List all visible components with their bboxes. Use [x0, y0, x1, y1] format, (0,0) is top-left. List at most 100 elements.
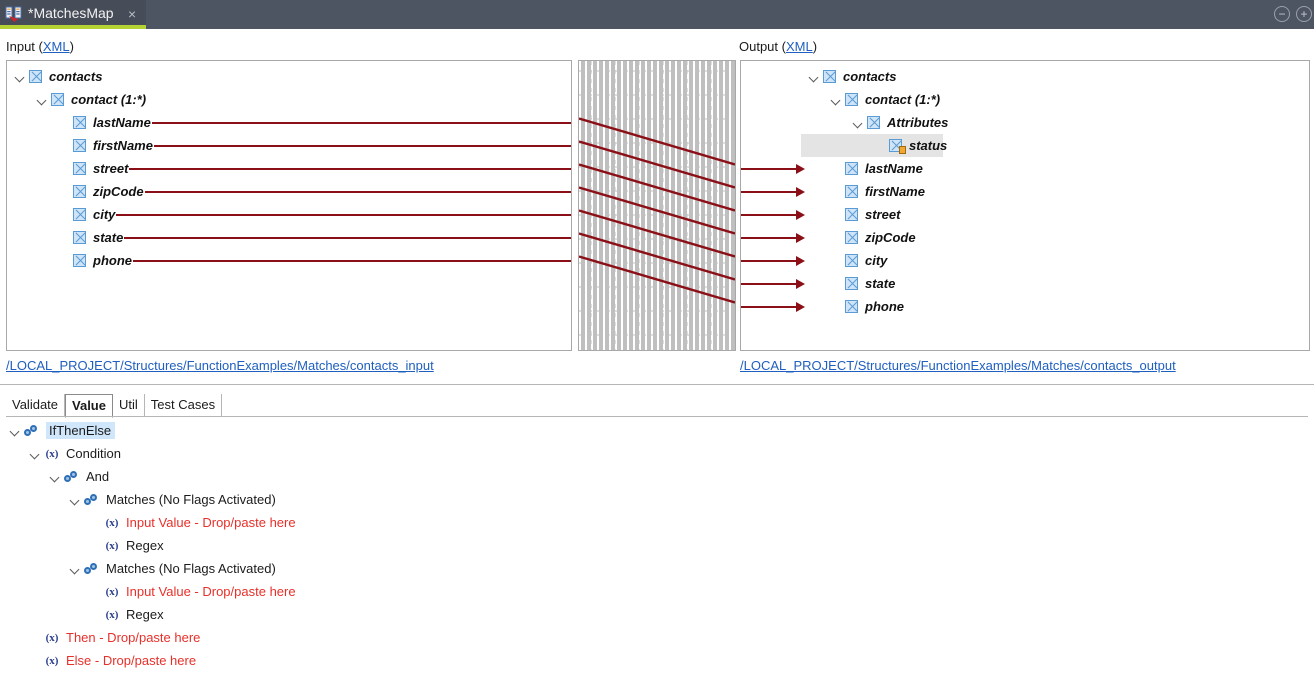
output-tree-row-contacts[interactable]: contacts	[741, 65, 1309, 88]
chevron-down-icon[interactable]	[807, 70, 821, 84]
element-checkbox-icon	[867, 116, 880, 129]
tab-validate[interactable]: Validate	[6, 394, 66, 417]
input-tree-row-phone[interactable]: phone	[7, 249, 571, 272]
value-tree-row-7[interactable]: (x)Input Value - Drop/paste here	[0, 580, 1314, 603]
value-tree-row-5[interactable]: (x)Regex	[0, 534, 1314, 557]
input-xml-link[interactable]: XML	[42, 39, 70, 54]
close-icon[interactable]: ×	[128, 6, 137, 22]
mapping-wire-city[interactable]	[116, 213, 571, 216]
value-tree-row-6[interactable]: Matches (No Flags Activated)	[0, 557, 1314, 580]
output-tree-row-state[interactable]: state	[741, 272, 1309, 295]
element-checkbox-icon	[845, 208, 858, 221]
output-wire-phone[interactable]	[741, 305, 797, 308]
output-wire-zipcode[interactable]	[741, 236, 797, 239]
wire-arrowhead-city	[796, 255, 805, 266]
connector-line-firstname[interactable]	[579, 140, 735, 189]
output-wire-state[interactable]	[741, 282, 797, 285]
chevron-down-icon[interactable]	[28, 447, 42, 461]
element-checkbox-icon	[73, 231, 86, 244]
input-tree-row-firstname[interactable]: firstName	[7, 134, 571, 157]
mapping-wire-lastname[interactable]	[151, 121, 571, 124]
output-wire-street[interactable]	[741, 213, 797, 216]
input-tree-row-street[interactable]: street	[7, 157, 571, 180]
value-tree-row-4[interactable]: (x)Input Value - Drop/paste here	[0, 511, 1314, 534]
input-tree-row-zipcode[interactable]: zipCode	[7, 180, 571, 203]
value-tree-row-1[interactable]: (x)Condition	[0, 442, 1314, 465]
chevron-down-icon[interactable]	[13, 70, 27, 84]
connector-line-zipcode[interactable]	[579, 186, 735, 235]
value-node-label: Else - Drop/paste here	[66, 653, 197, 668]
value-tree-row-2[interactable]: And	[0, 465, 1314, 488]
maximize-icon[interactable]: +	[1296, 6, 1312, 22]
output-wire-firstname[interactable]	[741, 190, 797, 193]
value-tree-row-9[interactable]: (x)Then - Drop/paste here	[0, 626, 1314, 649]
output-tree-row-lastname[interactable]: lastName	[741, 157, 1309, 180]
output-node-label: Attributes	[887, 115, 949, 130]
connector-line-phone[interactable]	[579, 255, 735, 304]
output-tree-row-phone[interactable]: phone	[741, 295, 1309, 318]
element-checkbox-icon	[73, 116, 86, 129]
input-node-label: lastName	[93, 115, 151, 130]
output-tree-row-attributes[interactable]: Attributes	[741, 111, 1309, 134]
connector-line-city[interactable]	[579, 209, 735, 258]
chevron-down-icon[interactable]	[35, 93, 49, 107]
output-tree-row-status[interactable]: status	[801, 134, 947, 157]
minimize-icon[interactable]: −	[1274, 6, 1290, 22]
chevron-down-icon[interactable]	[829, 93, 843, 107]
connector-line-lastname[interactable]	[579, 117, 735, 166]
output-node-label: firstName	[865, 184, 925, 199]
chevron-down-icon[interactable]	[8, 424, 22, 438]
input-section-label: Input (XML)	[6, 39, 74, 54]
connector-line-street[interactable]	[579, 163, 735, 212]
output-tree-row-contact-1-[interactable]: contact (1:*)	[741, 88, 1309, 111]
output-xml-link[interactable]: XML	[785, 39, 813, 54]
input-tree-row-contacts[interactable]: contacts	[7, 65, 571, 88]
input-node-label: zipCode	[93, 184, 144, 199]
value-tree-row-8[interactable]: (x)Regex	[0, 603, 1314, 626]
mapping-wire-phone[interactable]	[132, 259, 571, 262]
output-wire-city[interactable]	[741, 259, 797, 262]
output-path-link[interactable]: /LOCAL_PROJECT/Structures/FunctionExampl…	[740, 358, 1176, 373]
element-checkbox-icon	[29, 70, 42, 83]
value-node-label: Condition	[66, 446, 121, 461]
output-tree-row-firstname[interactable]: firstName	[741, 180, 1309, 203]
input-tree-row-contact-1-[interactable]: contact (1:*)	[7, 88, 571, 111]
input-tree-row-state[interactable]: state	[7, 226, 571, 249]
value-tree-row-0[interactable]: IfThenElse	[0, 419, 1314, 442]
mapping-wire-zipcode[interactable]	[144, 190, 571, 193]
mapping-wire-street[interactable]	[129, 167, 571, 170]
chevron-down-icon[interactable]	[68, 562, 82, 576]
element-checkbox-icon	[845, 300, 858, 313]
input-tree-row-lastname[interactable]: lastName	[7, 111, 571, 134]
output-tree-row-street[interactable]: street	[741, 203, 1309, 226]
mapping-wire-state[interactable]	[124, 236, 571, 239]
chevron-down-icon[interactable]	[851, 116, 865, 130]
output-tree-row-zipcode[interactable]: zipCode	[741, 226, 1309, 249]
tab-test-cases[interactable]: Test Cases	[145, 394, 223, 417]
value-tree-row-10[interactable]: (x) Else - Drop/paste here	[0, 649, 1314, 672]
input-path-link[interactable]: /LOCAL_PROJECT/Structures/FunctionExampl…	[6, 358, 434, 373]
input-node-label: contacts	[49, 69, 103, 84]
element-checkbox-icon	[73, 162, 86, 175]
output-tree-row-city[interactable]: city	[741, 249, 1309, 272]
wire-arrowhead-street	[796, 209, 805, 220]
connector-line-state[interactable]	[579, 232, 735, 281]
value-node-label: Matches (No Flags Activated)	[106, 492, 276, 507]
chevron-down-icon[interactable]	[68, 493, 82, 507]
value-tree-row-3[interactable]: Matches (No Flags Activated)	[0, 488, 1314, 511]
expression-fx-icon: (x)	[45, 654, 59, 667]
chevron-down-icon[interactable]	[48, 470, 62, 484]
attribute-marker-icon	[899, 146, 906, 154]
tab-value[interactable]: Value	[65, 394, 113, 418]
tab-util[interactable]: Util	[113, 394, 145, 417]
mapping-wire-firstname[interactable]	[153, 144, 571, 147]
input-tree-row-city[interactable]: city	[7, 203, 571, 226]
editor-tab-matchesmap[interactable]: *MatchesMap ×	[0, 0, 146, 29]
mapping-connector-panel[interactable]	[578, 60, 736, 351]
output-wire-lastname[interactable]	[741, 167, 797, 170]
output-node-label: city	[865, 253, 888, 268]
